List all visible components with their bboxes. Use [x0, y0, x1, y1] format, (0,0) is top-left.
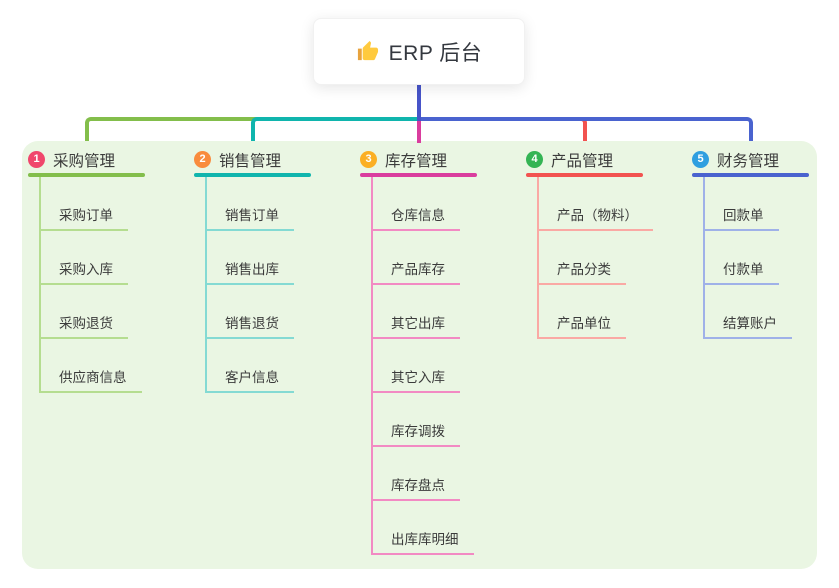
child-node[interactable]: 出库库明细: [373, 501, 474, 555]
branch-connector: [250, 117, 419, 141]
child-node[interactable]: 销售出库: [207, 231, 294, 285]
root-node[interactable]: ERP 后台: [313, 18, 525, 85]
branch-node[interactable]: 2 销售管理: [194, 149, 311, 170]
mindmap-background-panel: [22, 141, 817, 569]
child-node[interactable]: 产品单位: [539, 285, 626, 339]
branch-connector: [418, 117, 753, 141]
child-node[interactable]: 销售订单: [207, 177, 294, 231]
branch-column: 3 库存管理仓库信息产品库存其它出库其它入库库存调拨库存盘点出库库明细: [360, 149, 477, 555]
root-node-title: ERP 后台: [388, 41, 483, 65]
root-stem-line: [416, 82, 421, 121]
child-node[interactable]: 库存调拨: [373, 393, 460, 447]
branch-index-badge: 5: [692, 151, 709, 168]
child-node[interactable]: 结算账户: [705, 285, 792, 339]
child-node[interactable]: 产品（物料）: [539, 177, 653, 231]
branch-node[interactable]: 3 库存管理: [360, 149, 477, 170]
child-node[interactable]: 采购退货: [41, 285, 128, 339]
branch-label: 库存管理: [385, 152, 448, 170]
branch-column: 5 财务管理回款单付款单结算账户: [692, 149, 809, 339]
child-node[interactable]: 其它入库: [373, 339, 460, 393]
child-node[interactable]: 回款单: [705, 177, 779, 231]
child-node[interactable]: 采购订单: [41, 177, 128, 231]
branch-children-list: 采购订单采购入库采购退货供应商信息: [39, 177, 142, 393]
branch-underline: [360, 173, 477, 177]
branch-label: 采购管理: [53, 152, 116, 170]
branch-children-list: 销售订单销售出库销售退货客户信息: [205, 177, 294, 393]
child-node[interactable]: 采购入库: [41, 231, 128, 285]
branch-underline: [526, 173, 643, 177]
branch-index-badge: 4: [526, 151, 543, 168]
branch-node[interactable]: 4 产品管理: [526, 149, 643, 170]
child-node[interactable]: 其它出库: [373, 285, 460, 339]
child-node[interactable]: 库存盘点: [373, 447, 460, 501]
branch-index-badge: 1: [28, 151, 45, 168]
child-node[interactable]: 供应商信息: [41, 339, 142, 393]
child-node[interactable]: 仓库信息: [373, 177, 460, 231]
branch-column: 2 销售管理销售订单销售出库销售退货客户信息: [194, 149, 311, 393]
child-node[interactable]: 产品库存: [373, 231, 460, 285]
branch-children-list: 仓库信息产品库存其它出库其它入库库存调拨库存盘点出库库明细: [371, 177, 474, 555]
branch-label: 销售管理: [219, 152, 282, 170]
child-node[interactable]: 客户信息: [207, 339, 294, 393]
child-node[interactable]: 销售退货: [207, 285, 294, 339]
branch-connector: [416, 121, 421, 143]
child-node[interactable]: 产品分类: [539, 231, 626, 285]
branch-node[interactable]: 5 财务管理: [692, 149, 809, 170]
branch-underline: [28, 173, 145, 177]
branch-children-list: 产品（物料）产品分类产品单位: [537, 177, 653, 339]
branch-node[interactable]: 1 采购管理: [28, 149, 145, 170]
branch-index-badge: 2: [194, 151, 211, 168]
branch-label: 财务管理: [717, 152, 780, 170]
branch-children-list: 回款单付款单结算账户: [703, 177, 792, 339]
branch-label: 产品管理: [551, 152, 614, 170]
thumbs-up-icon: [357, 40, 378, 61]
branch-column: 4 产品管理产品（物料）产品分类产品单位: [526, 149, 653, 339]
branch-column: 1 采购管理采购订单采购入库采购退货供应商信息: [28, 149, 145, 393]
child-node[interactable]: 付款单: [705, 231, 779, 285]
branch-underline: [692, 173, 809, 177]
branch-index-badge: 3: [360, 151, 377, 168]
branch-underline: [194, 173, 311, 177]
